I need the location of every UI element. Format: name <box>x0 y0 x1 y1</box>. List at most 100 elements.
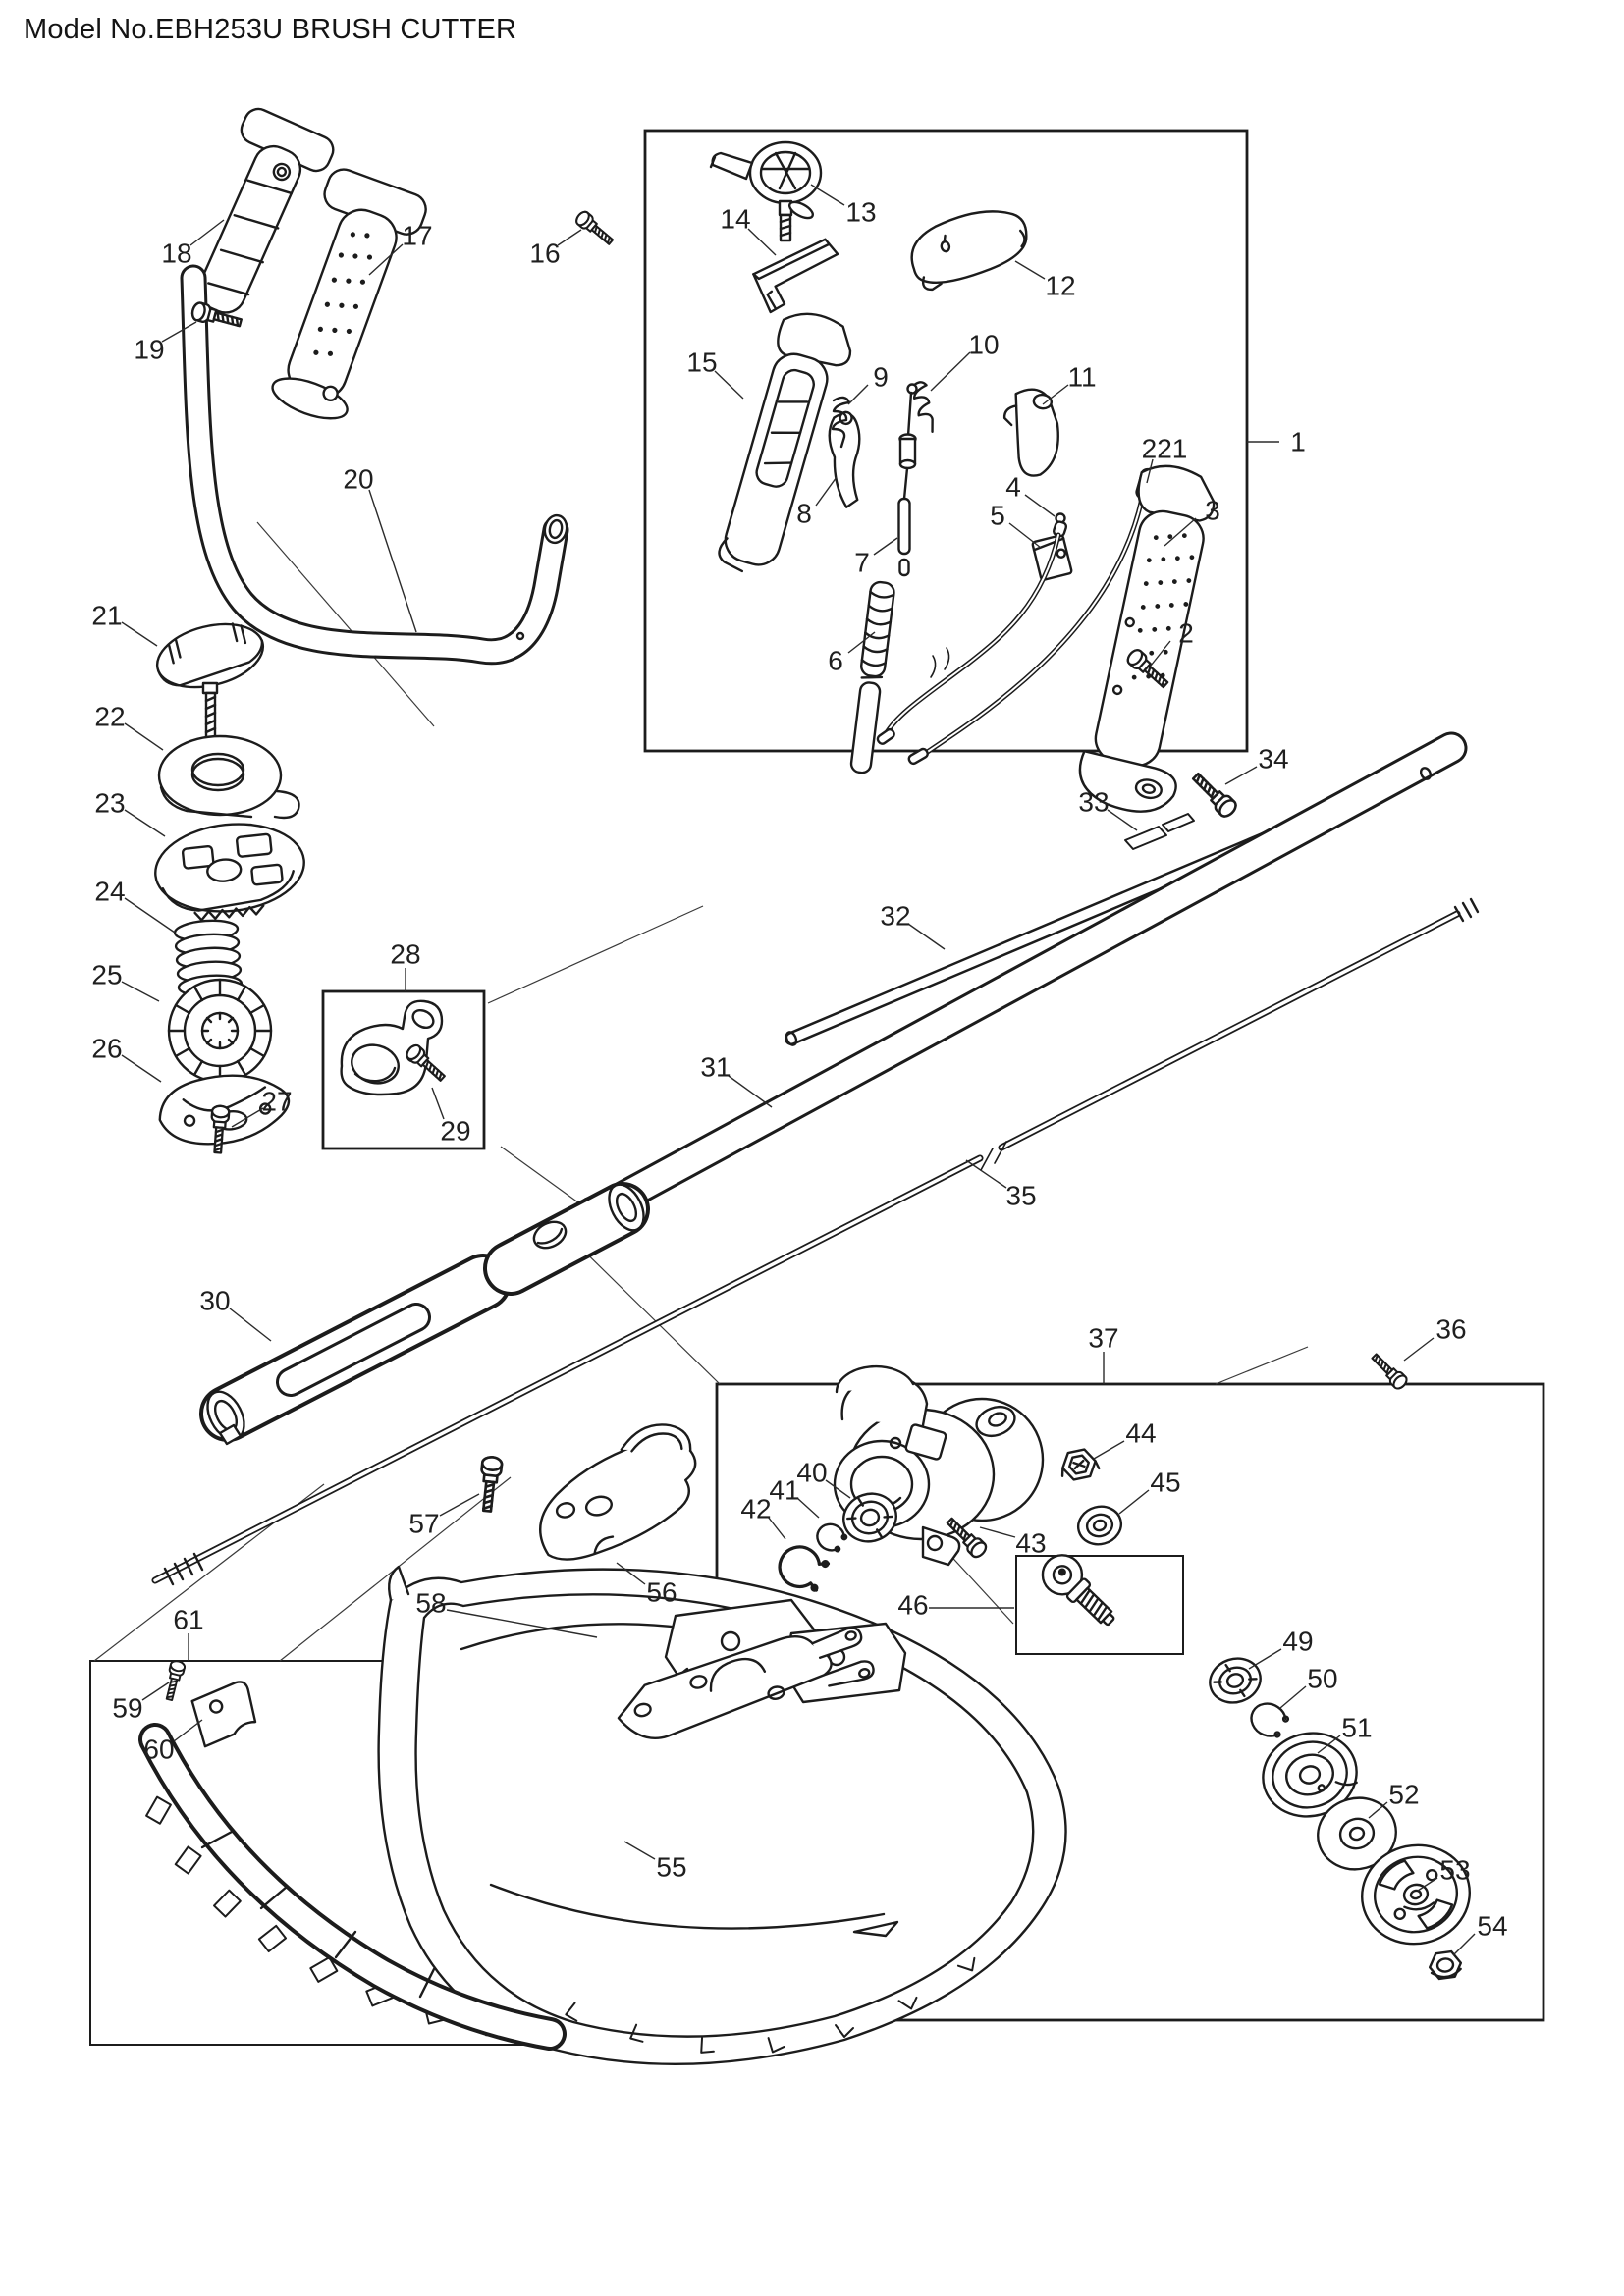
nut-54-art <box>1428 1949 1463 1981</box>
leader-line-45 <box>1118 1489 1150 1515</box>
handle-half-15-art <box>718 312 852 573</box>
leader-line-34 <box>1224 766 1258 785</box>
screw-16-art <box>572 208 618 249</box>
part-label-12: 12 <box>1045 271 1075 301</box>
shaft-pipe-31-art <box>576 731 1468 1230</box>
part-label-24: 24 <box>94 877 125 907</box>
part-label-56: 56 <box>646 1577 677 1608</box>
part-label-40: 40 <box>796 1458 827 1488</box>
part-label-37: 37 <box>1088 1323 1118 1354</box>
leader-line-18 <box>189 219 225 246</box>
part-label-31: 31 <box>700 1052 731 1083</box>
guard-extension-art <box>138 1681 567 2051</box>
grip-tube-30-art <box>199 1182 650 1446</box>
bracket-14-art <box>752 238 839 314</box>
handlebar-20-art <box>180 264 569 666</box>
leader-line-57 <box>439 1493 480 1517</box>
holder-22-art <box>157 734 300 820</box>
leader-line-22 <box>124 722 164 751</box>
leader-line-6 <box>847 631 876 654</box>
clutch-drum-51-art <box>1262 1732 1358 1818</box>
leader-line-52 <box>1368 1801 1388 1819</box>
part-label-17: 17 <box>402 221 432 251</box>
part-label-11: 11 <box>1067 362 1096 393</box>
leader-line-8 <box>815 476 838 507</box>
leader-line-11 <box>1042 384 1069 405</box>
leader-line-2 <box>1150 640 1171 667</box>
bracket-23-art <box>154 823 305 922</box>
cover-12-art <box>910 210 1028 292</box>
part-label-60: 60 <box>143 1735 174 1765</box>
screw-57-art <box>475 1455 505 1514</box>
clutch-53-art <box>1361 1843 1471 1946</box>
part-label-25: 25 <box>91 960 122 990</box>
spring-10-art <box>909 381 934 434</box>
leader-line-29 <box>431 1087 445 1120</box>
part-label-18: 18 <box>161 239 191 269</box>
leader-line-24 <box>124 897 176 934</box>
part-label-36: 36 <box>1435 1314 1466 1345</box>
leader-line-36 <box>1403 1337 1435 1362</box>
leader-line-5 <box>1008 522 1042 549</box>
part-label-57: 57 <box>408 1509 439 1539</box>
leader-line-49 <box>1248 1648 1282 1670</box>
knob-21-art <box>155 622 265 742</box>
part-label-49: 49 <box>1282 1627 1313 1657</box>
part-label-30: 30 <box>199 1286 230 1316</box>
part-label-16: 16 <box>529 239 560 269</box>
blade-guard-55-art <box>377 1565 1067 2066</box>
detail-boxes <box>89 129 1545 2046</box>
spring-sleeve-6-art <box>849 580 895 774</box>
projection-line <box>1215 1346 1309 1385</box>
leader-line-20 <box>368 489 417 633</box>
projection-line <box>487 905 704 1004</box>
part-label-33: 33 <box>1078 787 1109 818</box>
leader-line-42 <box>767 1516 786 1540</box>
part-label-55: 55 <box>656 1852 686 1883</box>
leader-line-53 <box>1417 1877 1438 1892</box>
throttle-assembly-detail-box <box>643 129 1249 753</box>
leader-line-9 <box>847 384 869 405</box>
part-label-26: 26 <box>91 1034 122 1064</box>
circlip-42-art <box>778 1545 831 1592</box>
leader-line-55 <box>623 1841 656 1860</box>
leader-line-41 <box>796 1497 820 1519</box>
part-label-53: 53 <box>1439 1855 1470 1886</box>
part-label-58: 58 <box>415 1588 446 1619</box>
part-label-59: 59 <box>112 1693 142 1724</box>
washer-52-art <box>1317 1796 1397 1871</box>
bolt-46-art <box>1041 1554 1115 1627</box>
bracket-58-art <box>617 1627 875 1740</box>
leader-line-59 <box>141 1682 170 1701</box>
snap-ring-41-art <box>816 1522 848 1553</box>
throttle-drum-13-art <box>709 140 823 242</box>
part-label-51: 51 <box>1341 1713 1372 1743</box>
part-label-46: 46 <box>897 1590 928 1621</box>
part-label-27: 27 <box>261 1087 292 1117</box>
bearing-40-art <box>842 1492 897 1543</box>
part-label-221: 221 <box>1142 434 1188 464</box>
part-label-1: 1 <box>1290 427 1306 457</box>
bolt-34-art <box>1187 768 1240 821</box>
cable-rod-7-art <box>897 383 918 577</box>
part-label-28: 28 <box>390 939 420 970</box>
part-label-19: 19 <box>134 335 164 365</box>
page-title: Model No.EBH253U BRUSH CUTTER <box>24 14 517 45</box>
part-label-21: 21 <box>91 601 122 631</box>
drive-shaft-35-art <box>151 897 1480 1586</box>
leader-line-31 <box>728 1075 773 1108</box>
part-label-50: 50 <box>1307 1664 1337 1694</box>
part-label-52: 52 <box>1388 1780 1419 1810</box>
part-label-22: 22 <box>94 702 125 732</box>
leader-line-15 <box>714 370 744 400</box>
leader-line-19 <box>161 321 197 343</box>
leader-line-25 <box>121 981 160 1002</box>
part-number-labels: 1234567891011121314151617181920212223242… <box>91 184 1508 1956</box>
leader-line-26 <box>121 1054 162 1083</box>
leader-line-17 <box>368 243 404 276</box>
part-label-34: 34 <box>1258 744 1288 774</box>
plate-60-art <box>190 1681 257 1748</box>
leader-line-30 <box>229 1308 272 1342</box>
leader-line-43 <box>979 1526 1016 1538</box>
